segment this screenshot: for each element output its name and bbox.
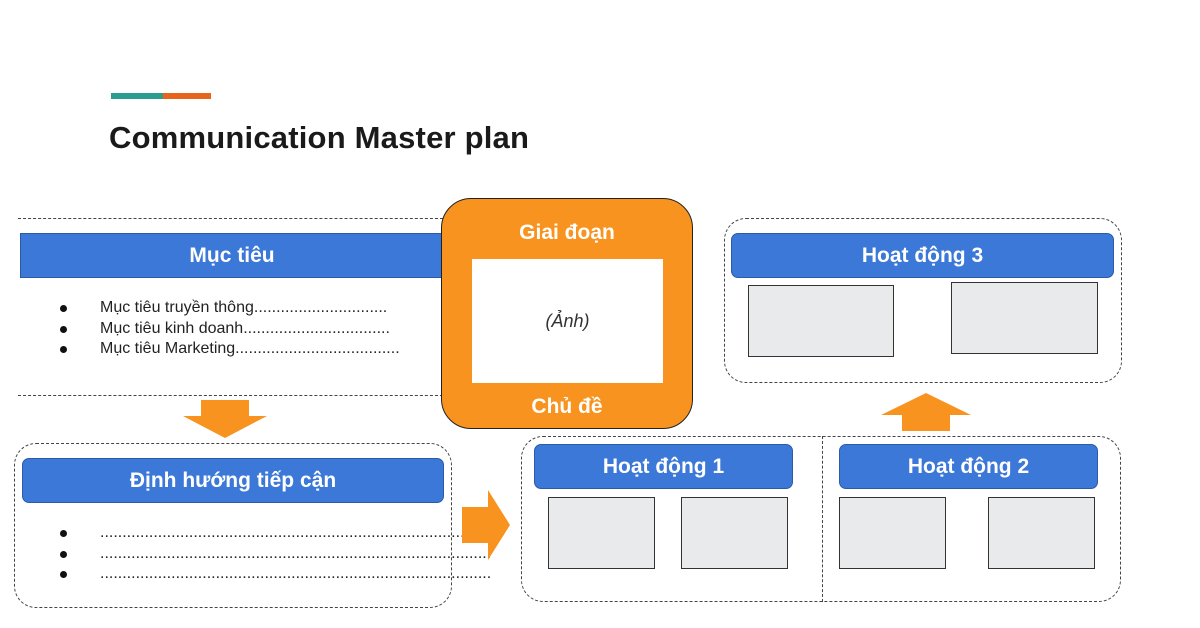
accent-bar-orange xyxy=(163,93,211,99)
image-placeholder xyxy=(839,497,946,569)
image-placeholder xyxy=(748,285,894,357)
accent-bar-teal xyxy=(111,93,163,99)
approach-list: ........................................… xyxy=(60,523,491,585)
activity-1-header: Hoạt động 1 xyxy=(534,444,793,489)
phase-label: Giai đoạn xyxy=(519,221,615,244)
list-item: Mục tiêu kinh doanh.....................… xyxy=(60,319,400,340)
image-placeholder xyxy=(548,497,655,569)
list-item: ........................................… xyxy=(60,523,491,544)
up-arrow-icon xyxy=(881,393,971,431)
approach-container xyxy=(14,443,452,608)
activity-2-header: Hoạt động 2 xyxy=(839,444,1098,489)
approach-header: Định hướng tiếp cận xyxy=(22,458,444,503)
activity-3-header: Hoạt động 3 xyxy=(731,233,1114,278)
objectives-header: Mục tiêu xyxy=(20,233,444,278)
down-arrow-icon xyxy=(183,400,267,438)
image-placeholder xyxy=(681,497,788,569)
objectives-bottom-divider xyxy=(18,395,448,396)
phase-card: Giai đoạn (Ảnh) Chủ đề xyxy=(441,198,693,429)
activity-3-container xyxy=(724,218,1122,383)
image-placeholder xyxy=(988,497,1095,569)
activities-container xyxy=(521,436,1121,602)
objectives-top-divider xyxy=(18,218,448,219)
objectives-list: Mục tiêu truyền thông...................… xyxy=(60,298,400,360)
activities-divider xyxy=(822,436,823,602)
page-title: Communication Master plan xyxy=(109,120,530,155)
list-item: ........................................… xyxy=(60,544,491,565)
list-item: Mục tiêu Marketing......................… xyxy=(60,339,400,360)
topic-label: Chủ đề xyxy=(531,395,603,418)
image-placeholder xyxy=(951,282,1098,354)
list-item: Mục tiêu truyền thông...................… xyxy=(60,298,400,319)
right-arrow-icon xyxy=(462,490,510,560)
image-placeholder: (Ảnh) xyxy=(472,259,663,383)
list-item: ........................................… xyxy=(60,564,491,585)
